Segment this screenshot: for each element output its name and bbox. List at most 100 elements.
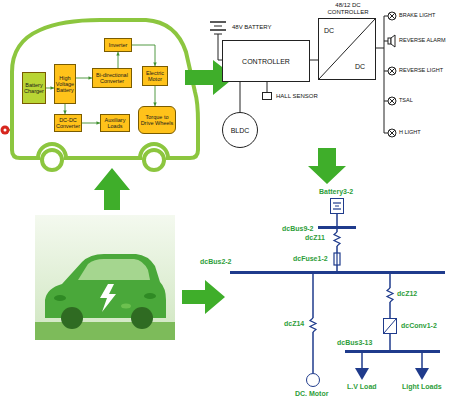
connector: [132, 45, 157, 66]
fuse-element: [336, 253, 337, 265]
connector: [422, 353, 423, 368]
text-label: TSAL: [399, 97, 413, 104]
lamp-cross: [389, 98, 395, 104]
connector-line: [421, 353, 423, 368]
node-label: Battery Charger: [24, 82, 44, 94]
battery-symbol: Battery3-2: [330, 198, 344, 214]
arrow-head: [116, 52, 120, 56]
flow-arrow: [182, 280, 225, 314]
text-label: BRAKE LIGHT: [399, 12, 435, 19]
load-arrow: [415, 368, 429, 380]
connector: [267, 82, 268, 92]
battery-plate: [210, 29, 226, 31]
impedance-symbol: [310, 318, 316, 332]
converter-box: 48/12 DC CONTROLLERDCDC: [318, 18, 376, 80]
wire: [376, 16, 388, 133]
edge-label: dcZ14: [284, 320, 304, 328]
leaf: [121, 304, 131, 309]
connector: [76, 76, 92, 80]
connector-line: [267, 82, 268, 92]
lamp-symbol: [388, 67, 396, 75]
motor-symbol: DC. Motor: [306, 373, 320, 387]
connector: [240, 82, 241, 112]
text-label: dcFuse1-2: [293, 255, 328, 263]
node-label: dcBus9-2: [282, 225, 314, 233]
connector: [116, 52, 120, 68]
connector-line: [132, 45, 155, 66]
controller-box: CONTROLLER: [222, 40, 310, 82]
impedance-symbol: [387, 288, 393, 302]
text-label: 48V BATTERY: [232, 23, 271, 31]
connector-line: [389, 334, 391, 350]
process-box: Battery Charger: [22, 72, 46, 104]
impedance-gap: [310, 318, 316, 332]
bus-bar: dcBus2-2: [230, 271, 445, 274]
node-label: L.V Load: [347, 383, 377, 391]
diagonal-mark: [384, 319, 396, 333]
node-label: Auxiliary Loads: [102, 117, 128, 129]
single-line-symbols: [310, 232, 393, 332]
car-wheel: [61, 307, 83, 329]
battery-plate: [333, 202, 341, 203]
process-box: DC-DC Converter: [54, 114, 82, 132]
node-label: Torque to Drive Wheels: [140, 114, 174, 126]
fuse-symbol: [334, 253, 340, 265]
diagonal-line: [319, 19, 375, 79]
node-label: dcBus3-13: [337, 339, 372, 347]
text-label: H LIGHT: [399, 129, 421, 136]
connector-line: [336, 214, 338, 226]
edge-label: dcZ11: [305, 234, 325, 242]
node-label: dcConv1-2: [401, 322, 437, 330]
load-triangle: [415, 368, 429, 380]
node-label: DC: [324, 27, 334, 35]
lamp-symbol: [388, 12, 396, 20]
lamp-wiring: [376, 12, 396, 137]
load-symbol: L.V Load: [355, 368, 369, 380]
wheel: [42, 150, 62, 170]
lightning-bolt: [100, 284, 116, 312]
bus-bar: dcBus3-13: [345, 350, 440, 353]
lamp-cross: [389, 130, 395, 136]
photo-background: [35, 215, 175, 340]
leaf: [54, 295, 66, 301]
connector: [153, 86, 157, 106]
node-label: DC-DC Converter: [56, 117, 80, 129]
node-label: dcBus2-2: [200, 258, 232, 266]
node-label: Electric Motor: [144, 70, 166, 82]
node-label: BLDC: [231, 127, 250, 134]
node-label: Inverter: [109, 42, 128, 48]
load-symbol: Light Loads: [415, 368, 429, 380]
load-triangle: [355, 368, 369, 380]
green-car: [45, 254, 166, 318]
plug-pin: [4, 129, 7, 132]
connector-line: [240, 82, 241, 112]
leaf: [144, 293, 156, 299]
battery-plate: [335, 206, 339, 207]
alarm-horn: [391, 35, 395, 47]
node-label: DC: [355, 63, 365, 71]
car-wheel: [131, 307, 153, 329]
flow-arrow: [308, 148, 346, 184]
lamp-cross: [389, 68, 395, 74]
connector: [82, 121, 100, 125]
lamp-cross: [389, 13, 395, 19]
battery-plates: [331, 199, 343, 213]
diagonal-line: [384, 319, 396, 333]
impedance-symbol: [334, 232, 340, 246]
battery-plate: [333, 208, 341, 209]
connector-line: [310, 60, 318, 61]
text-label: REVERSE ALARM: [399, 37, 445, 44]
node-label: High Voltage Battery: [56, 75, 74, 93]
node-label: HALL SENSOR: [276, 92, 318, 100]
lamp-symbol: [388, 97, 396, 105]
lamp-symbol: [388, 129, 396, 137]
node-label: CONTROLLER: [242, 58, 290, 65]
node-label: Light Loads: [402, 383, 442, 391]
process-box: Auxiliary Loads: [100, 114, 130, 132]
node-label: DC. Motor: [295, 390, 328, 398]
edge-label: dcZ12: [397, 290, 417, 298]
photo-ground: [35, 322, 175, 340]
battery-plate: [214, 26, 222, 27]
motor-circle: BLDC: [222, 112, 258, 148]
